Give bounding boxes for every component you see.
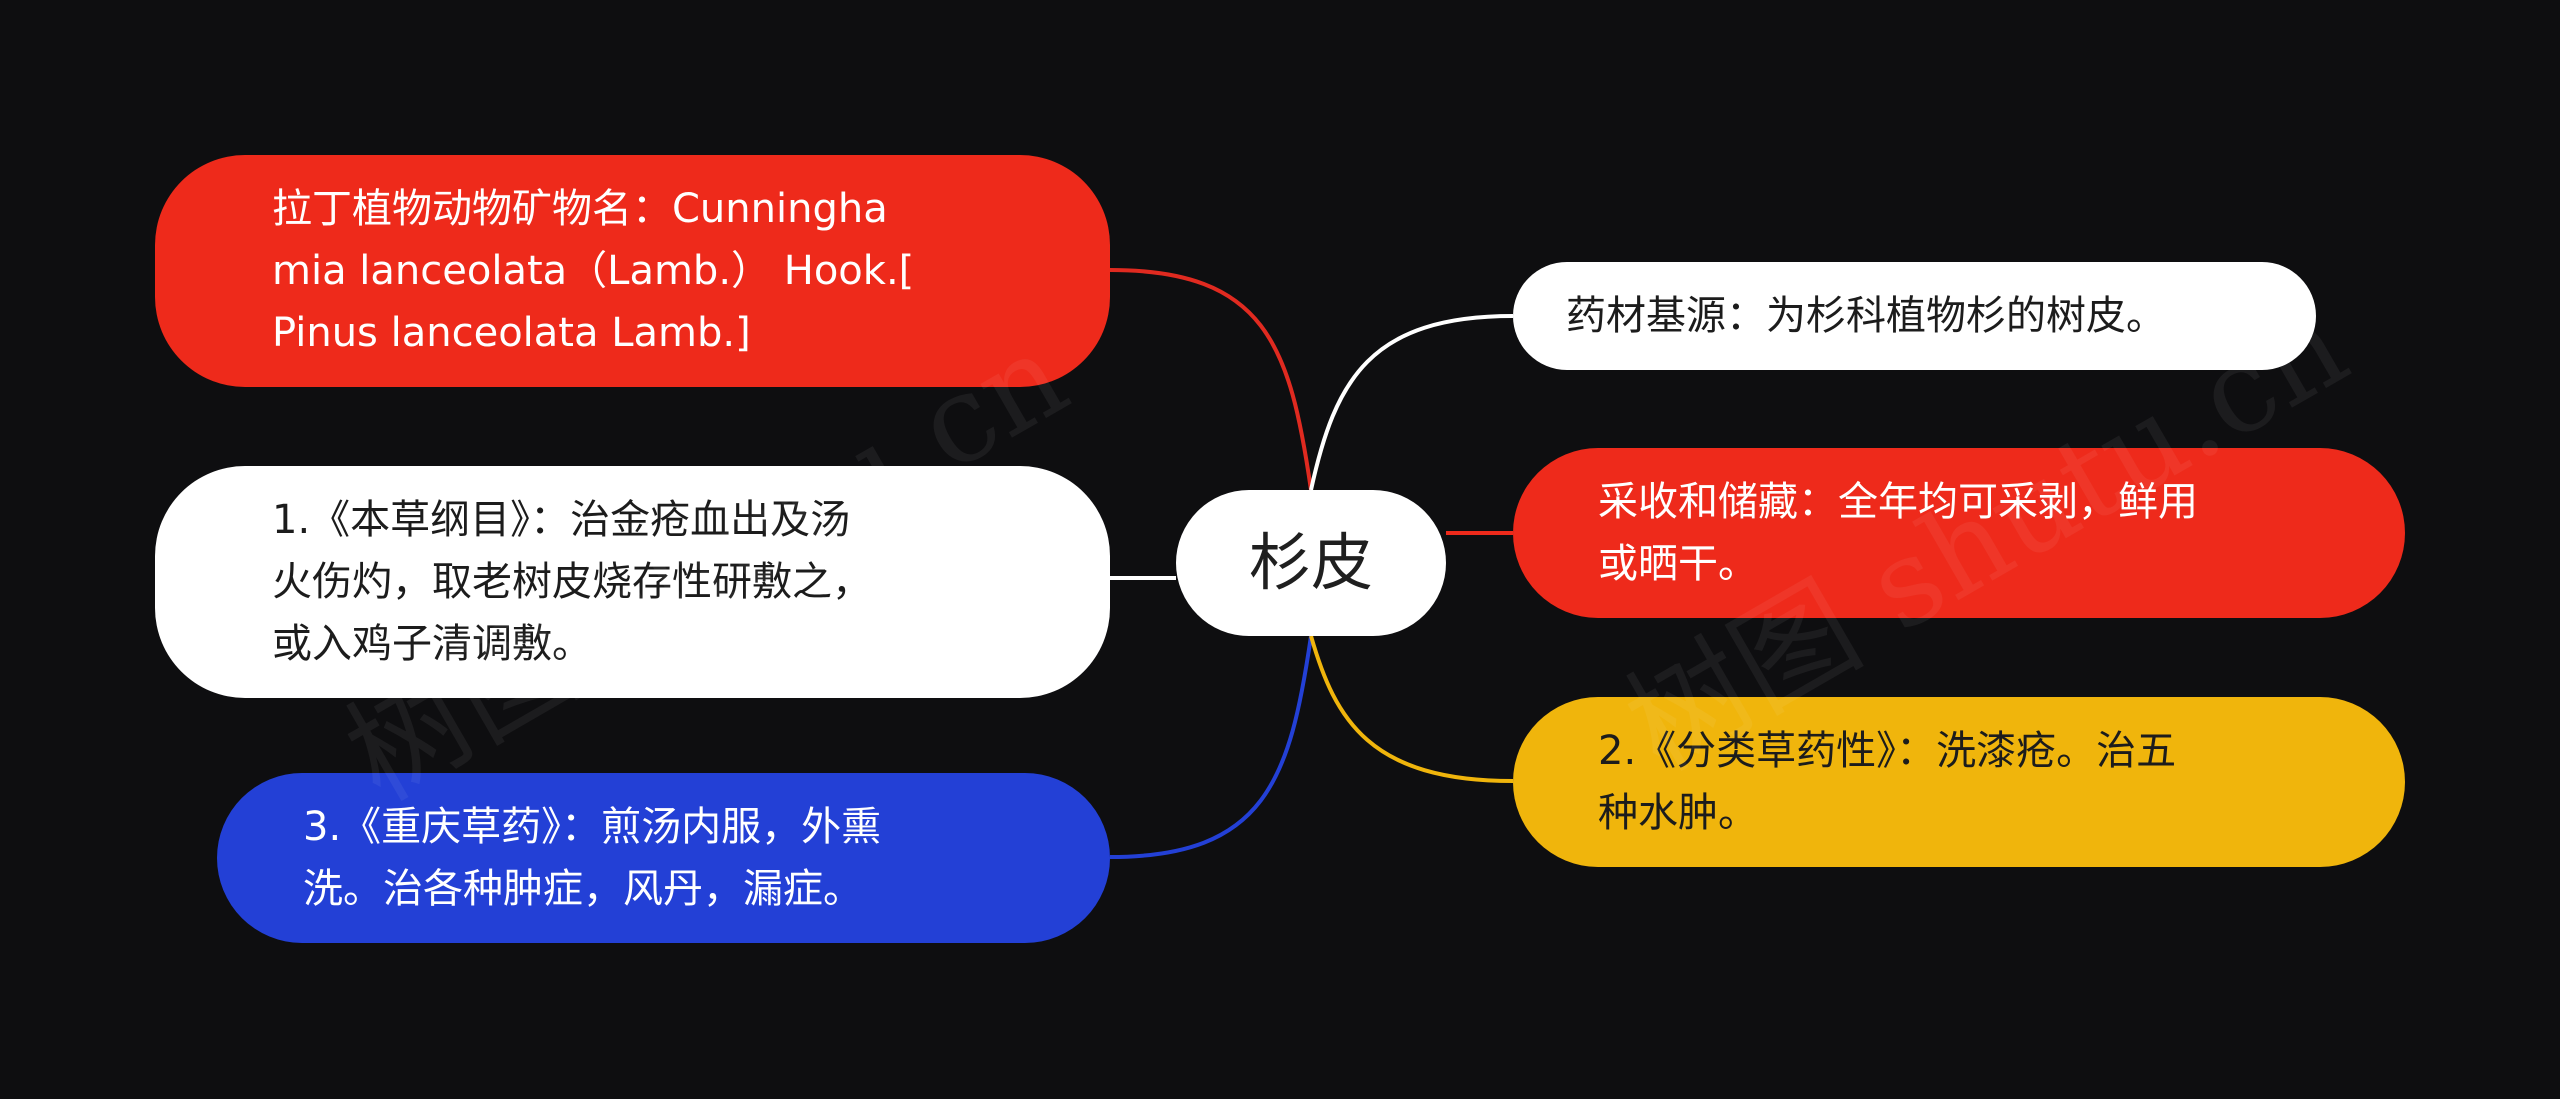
node-latin-name[interactable]: 拉丁植物动物矿物名：Cunningha mia lanceolata（Lamb.…	[155, 155, 1110, 387]
central-topic-text: 杉皮	[1248, 526, 1373, 599]
node-classified-herbs-text: 2.《分类草药性》：洗漆疮。治五 种水肿。	[1598, 728, 2177, 836]
node-chongqing-herbs[interactable]: 3.《重庆草药》：煎汤内服，外熏 洗。治各种肿症，风丹，漏症。	[217, 773, 1110, 943]
node-source-text: 药材基源：为杉科植物杉的树皮。	[1566, 293, 2166, 339]
node-bencao-gangmu-text: 1.《本草纲目》：治金疮血出及汤 火伤灼，取老树皮烧存性研敷之， 或入鸡子清调敷…	[272, 497, 872, 667]
connector-source	[1309, 314, 1514, 491]
node-latin-name-text: 拉丁植物动物矿物名：Cunningha mia lanceolata（Lamb.…	[272, 186, 915, 356]
connector-latin	[1109, 268, 1313, 491]
node-classified-herbs[interactable]: 2.《分类草药性》：洗漆疮。治五 种水肿。	[1513, 697, 2405, 867]
central-topic[interactable]: 杉皮	[1176, 490, 1446, 636]
node-source[interactable]: 药材基源：为杉科植物杉的树皮。	[1513, 262, 2316, 370]
connector-classify	[1309, 635, 1514, 783]
node-harvest-storage[interactable]: 采收和储藏：全年均可采剥，鲜用 或晒干。	[1513, 448, 2405, 618]
node-harvest-storage-text: 采收和储藏：全年均可采剥，鲜用 或晒干。	[1598, 479, 2198, 587]
node-bencao-gangmu[interactable]: 1.《本草纲目》：治金疮血出及汤 火伤灼，取老树皮烧存性研敷之， 或入鸡子清调敷…	[155, 466, 1110, 698]
node-chongqing-herbs-text: 3.《重庆草药》：煎汤内服，外熏 洗。治各种肿症，风丹，漏症。	[303, 804, 882, 912]
connector-chongqing	[1109, 635, 1313, 859]
